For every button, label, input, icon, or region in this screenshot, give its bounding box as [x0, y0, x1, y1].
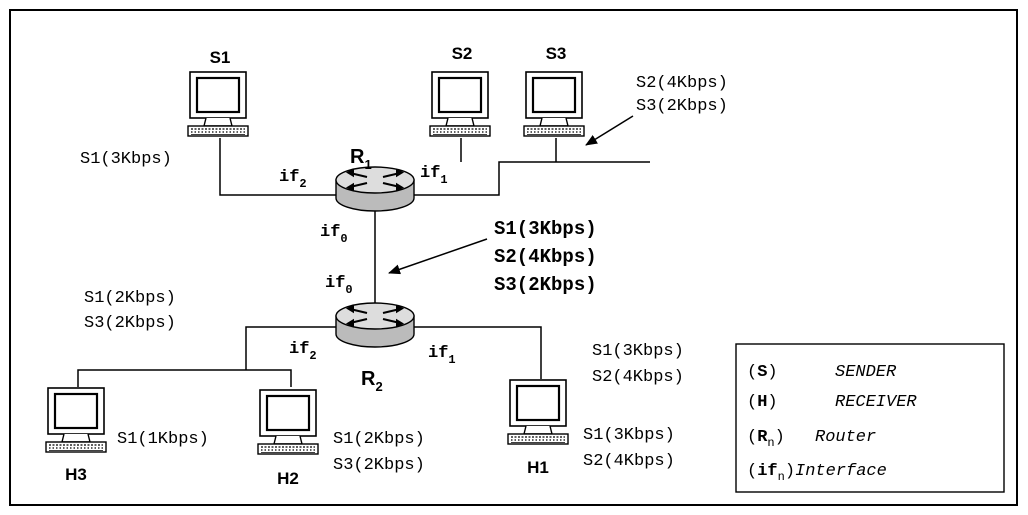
router-label-r2: R2: [361, 368, 383, 394]
rate-h3-in: S1(1Kbps): [117, 430, 209, 449]
link-s1-r1: [219, 138, 337, 196]
iface-r2-if0: if0: [325, 274, 353, 297]
computer-s1[interactable]: S1: [186, 48, 250, 138]
iface-r1-if1: if1: [420, 164, 448, 187]
node-label-h2: H2: [277, 469, 299, 488]
computer-monitor-icon: [522, 70, 586, 138]
rate-link-s2: S2(4Kbps): [494, 246, 597, 268]
computer-monitor-icon: [44, 386, 108, 454]
interface-labels: if2 if1 if0 if0 if2 if1: [279, 164, 456, 367]
rate-r2-left-s3: S3(2Kbps): [84, 314, 176, 333]
rate-s1-out: S1(3Kbps): [80, 150, 172, 169]
legend-item-interface: (ifn)Interface: [747, 462, 887, 484]
rate-labels: S1(3Kbps) S2(4Kbps) S3(2Kbps) S1(2Kbps) …: [80, 74, 728, 475]
router-r1[interactable]: R1: [335, 146, 415, 212]
router-r2[interactable]: R2: [335, 302, 415, 394]
arrow-lan-rates: [585, 115, 634, 146]
node-label-s3: S3: [546, 44, 567, 63]
legend-box: (S) SENDER (H) RECEIVER (Rn) Router (ifn…: [735, 343, 1005, 493]
rate-link-s3: S3(2Kbps): [494, 274, 597, 296]
link-r2-left: [245, 326, 336, 370]
computer-s3[interactable]: S3: [522, 44, 586, 138]
network-links: [77, 138, 650, 387]
rate-link-s1: S1(3Kbps): [494, 218, 597, 240]
router-icon: [335, 166, 415, 212]
computer-monitor-icon: [256, 388, 320, 456]
iface-r2-if1: if1: [428, 344, 456, 367]
node-label-s1: S1: [210, 48, 231, 67]
node-label-h1: H1: [527, 458, 549, 477]
router-icon: [335, 302, 415, 348]
computer-h3[interactable]: H3: [44, 386, 108, 484]
rate-h1-s2: S2(4Kbps): [583, 452, 675, 471]
legend-item-receiver: (H) RECEIVER: [747, 393, 917, 412]
node-label-h3: H3: [65, 465, 87, 484]
link-h3-h2: [77, 369, 292, 387]
iface-r1-if2: if2: [279, 168, 307, 191]
node-label-s2: S2: [452, 44, 473, 63]
rate-r2-left-s1: S1(2Kbps): [84, 289, 176, 308]
iface-r2-if2: if2: [289, 340, 317, 363]
computer-h1[interactable]: H1: [506, 378, 570, 477]
computer-monitor-icon: [506, 378, 570, 446]
rate-h1-s1: S1(3Kbps): [583, 426, 675, 445]
computer-s2[interactable]: S2: [428, 44, 492, 138]
rate-r2-right-s1: S1(3Kbps): [592, 342, 684, 361]
legend-item-sender: (S) SENDER: [747, 363, 897, 382]
computer-monitor-icon: [186, 70, 250, 138]
router-label-r1: R1: [350, 146, 372, 172]
link-r1-lan: [413, 161, 650, 196]
computer-monitor-icon: [428, 70, 492, 138]
rate-labels-bold: S1(3Kbps) S2(4Kbps) S3(2Kbps): [494, 218, 597, 296]
arrow-r1-r2-rates: [388, 238, 488, 275]
outer-frame: [9, 9, 1018, 506]
link-r2-h1: [414, 326, 542, 379]
rate-h2-s3: S3(2Kbps): [333, 456, 425, 475]
rate-lan-s2: S2(4Kbps): [636, 74, 728, 93]
iface-r1-if0: if0: [320, 223, 348, 246]
rate-lan-s3: S3(2Kbps): [636, 97, 728, 116]
rate-h2-s1: S1(2Kbps): [333, 430, 425, 449]
computer-h2[interactable]: H2: [256, 388, 320, 488]
legend-item-router: (Rn) Router: [747, 428, 876, 450]
rate-r2-right-s2: S2(4Kbps): [592, 368, 684, 387]
